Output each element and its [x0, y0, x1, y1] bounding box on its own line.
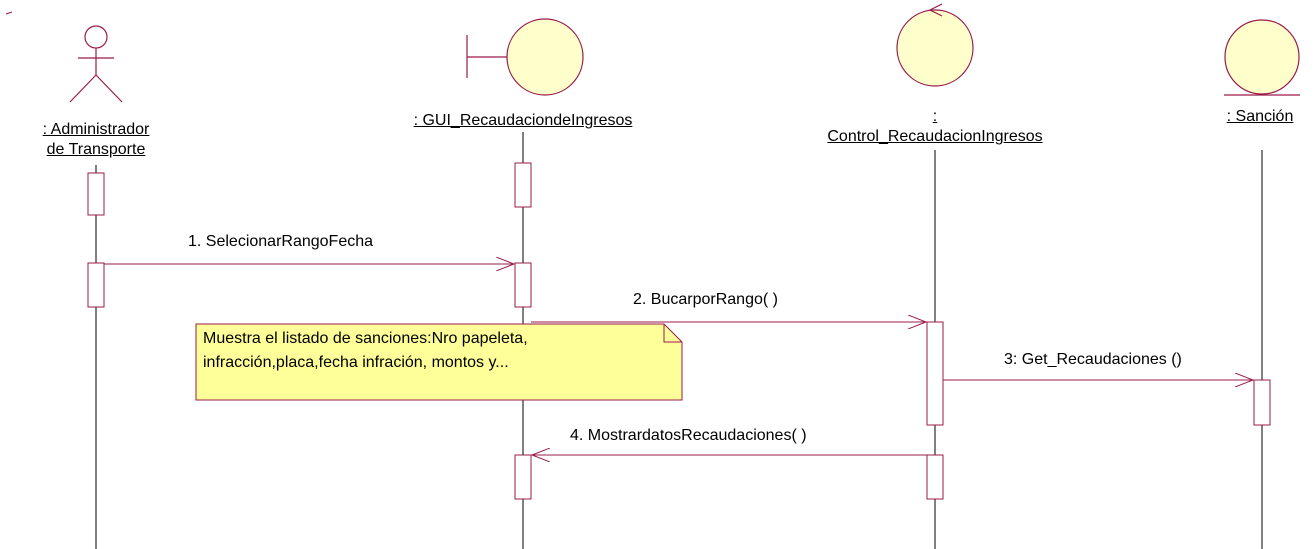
participant-control-label: : Control_RecaudacionIngresos — [775, 107, 1095, 147]
message-label-2: 2. BucarporRango( ) — [633, 291, 778, 308]
note-line-2: infracción,placa,fecha infración, montos… — [203, 354, 509, 371]
entity-icon — [1224, 19, 1300, 96]
activation-admin-2 — [87, 262, 105, 308]
participant-admin-line1: : Administrador — [42, 121, 150, 138]
participant-control-line2: Control_RecaudacionIngresos — [827, 128, 1043, 145]
participant-admin-label: : Administrador de Transporte — [10, 120, 182, 160]
note-text: Muestra el listado de sanciones:Nro pape… — [196, 324, 682, 400]
activation-control-1 — [926, 321, 944, 426]
activation-control-2 — [926, 454, 944, 500]
message-label-4: 4. MostrardatosRecaudaciones( ) — [570, 427, 807, 444]
note-shape — [195, 323, 683, 401]
actor-icon — [69, 25, 123, 103]
activation-sancion-1 — [1253, 379, 1271, 426]
participant-gui-label: : GUI_RecaudaciondeIngresos — [413, 112, 633, 129]
activation-gui-2 — [514, 262, 532, 308]
message-label-3: 3: Get_Recaudaciones () — [1004, 351, 1182, 368]
boundary-icon — [466, 18, 584, 96]
participant-sancion-label: : Sanción — [1226, 108, 1294, 125]
activation-gui-1 — [514, 162, 532, 208]
activation-admin-1 — [87, 172, 105, 216]
activation-gui-3 — [514, 454, 532, 500]
message-label-1: 1. SelecionarRangoFecha — [188, 233, 374, 250]
note-fold — [663, 324, 682, 343]
note-line-1: Muestra el listado de sanciones:Nro pape… — [203, 330, 528, 347]
participant-control-line1: : — [932, 108, 938, 125]
stray-mark — [5, 11, 13, 15]
control-icon — [896, 3, 974, 87]
participant-admin-line2: de Transporte — [46, 141, 146, 158]
